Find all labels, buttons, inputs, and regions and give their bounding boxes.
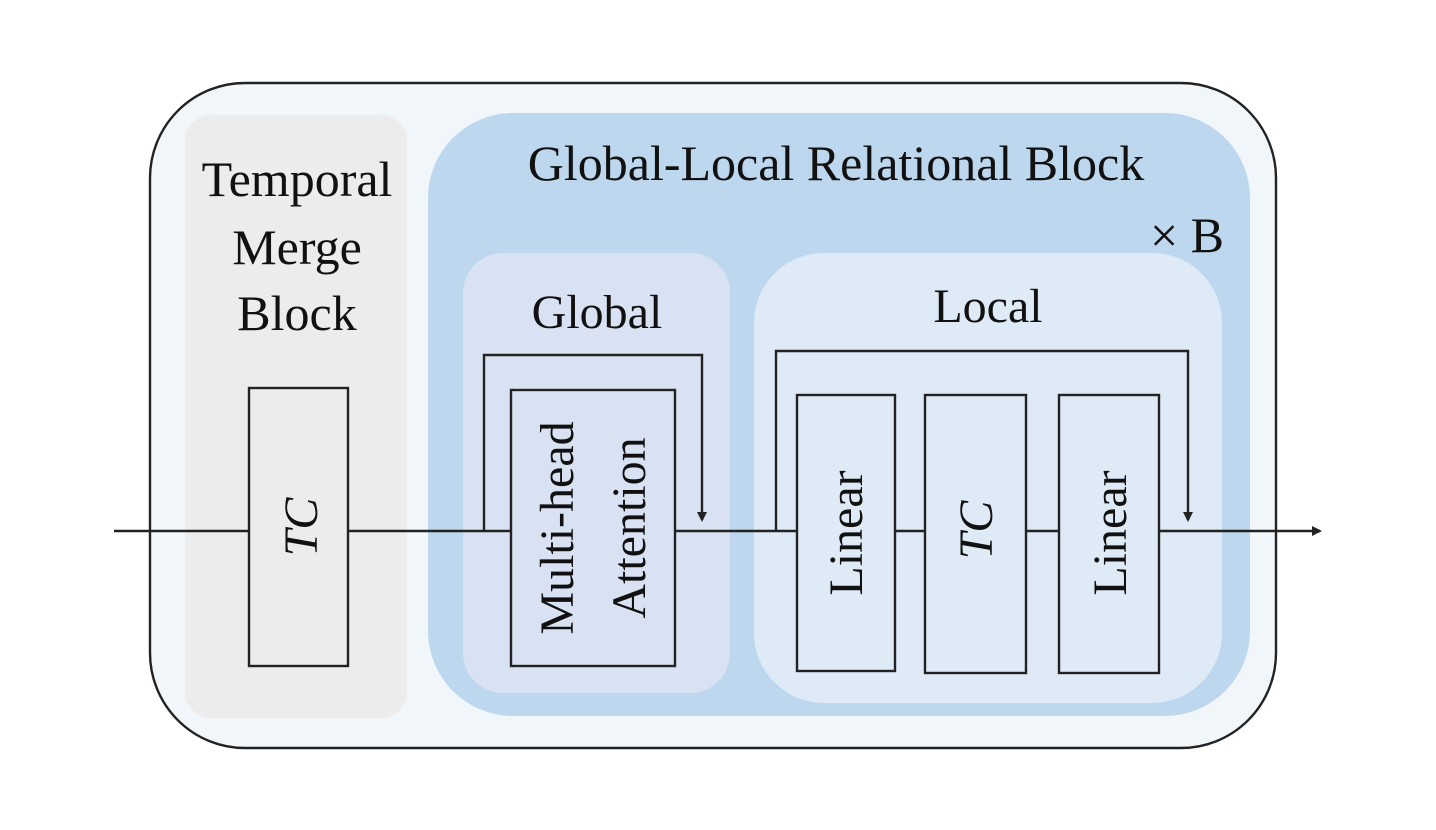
local-linear-module-1	[795, 393, 897, 673]
local-residual-connection	[774, 349, 1193, 531]
local-linear-module-2	[1057, 393, 1161, 675]
local-title: Local	[933, 280, 1042, 333]
repeat-count-label: × B	[1150, 207, 1224, 263]
multi-head-attention-module	[509, 388, 677, 668]
local-tc-module	[923, 393, 1028, 675]
glrb-title: Global-Local Relational Block	[528, 135, 1144, 191]
temporal-tc-label: TC	[275, 497, 328, 557]
global-title: Global	[532, 286, 663, 339]
local-linear-label-1: Linear	[820, 470, 873, 595]
attention-label-line-2: Attention	[603, 437, 656, 618]
temporal-merge-title-line-2: Merge	[232, 219, 362, 275]
local-tc-label: TC	[950, 500, 1003, 560]
temporal-merge-title-line-1: Temporal	[202, 151, 393, 207]
temporal-merge-title-line-3: Block	[237, 285, 356, 341]
attention-label-line-1: Multi-head	[531, 421, 584, 634]
global-residual-connection	[482, 353, 707, 531]
temporal-tc-module	[247, 386, 350, 668]
local-linear-label-2: Linear	[1084, 470, 1137, 595]
